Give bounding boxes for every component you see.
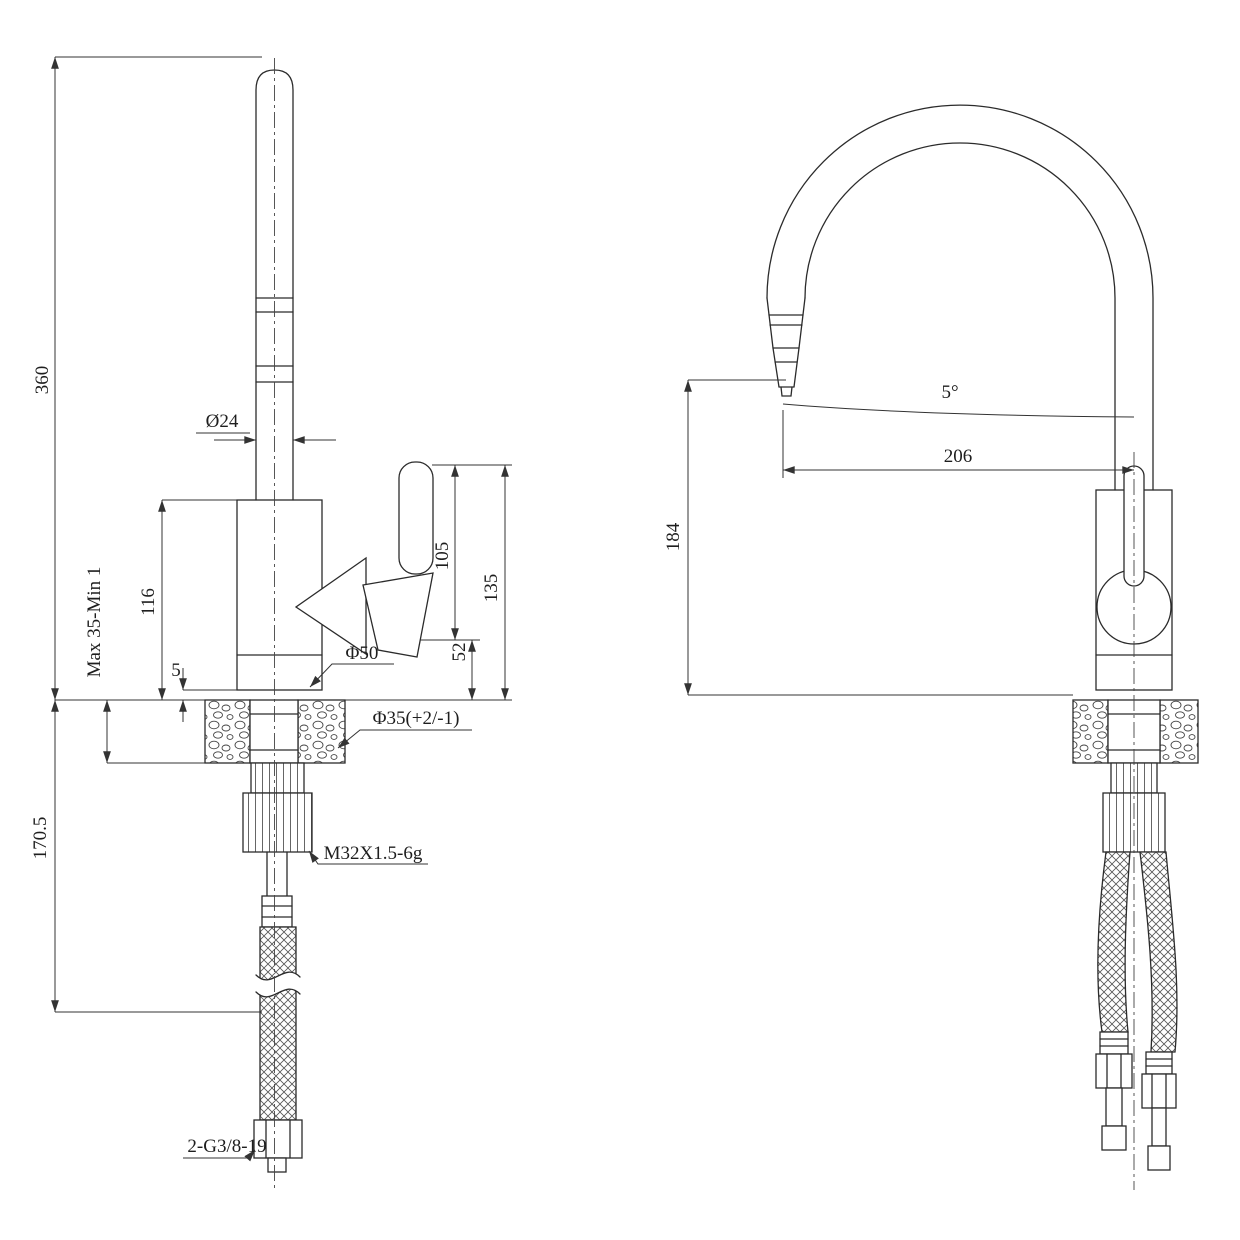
hose-end-nipple — [267, 1157, 287, 1173]
dim-spout-diameter: Ø24 — [206, 411, 239, 432]
deck-section-left — [204, 699, 251, 764]
hose-left-nut — [1095, 1053, 1133, 1089]
supply-hose-right — [1139, 851, 1178, 1053]
mounting-nut — [242, 792, 313, 853]
dim-handle-height: 105 — [432, 542, 453, 571]
hose-right-end — [1147, 1145, 1171, 1171]
dim-spout-reach: 206 — [944, 446, 973, 467]
dim-hose-thread: 2-G3/8-19 — [187, 1136, 266, 1157]
hose-right-nut — [1141, 1073, 1177, 1109]
deck-section-right-front — [1159, 699, 1199, 764]
hose-end-nut — [253, 1119, 303, 1159]
gooseneck-outer — [766, 104, 1154, 491]
handle-joint — [362, 572, 434, 658]
left-dimensions: 360 170.5 116 Max 35-Min 1 Ø24 5 Φ50 Φ35… — [30, 56, 512, 1162]
handle-cone — [294, 556, 367, 656]
dim-overall-height: 360 — [32, 366, 53, 395]
left-faucet-outline — [204, 58, 434, 1188]
supply-hose — [259, 926, 297, 1121]
dim-base-gap: 5 — [171, 660, 181, 681]
dim-handle-lower: 52 — [449, 643, 470, 662]
deck-shank — [249, 699, 299, 764]
right-view: 5° 206 184 — [663, 104, 1199, 1190]
left-view: 360 170.5 116 Max 35-Min 1 Ø24 5 Φ50 Φ35… — [30, 56, 512, 1188]
faucet-body — [236, 499, 323, 691]
dim-outlet-height: 184 — [663, 522, 684, 551]
threaded-shank — [250, 762, 305, 794]
right-dimensions: 5° 206 184 — [663, 379, 1135, 696]
gooseneck-inner — [804, 142, 1116, 491]
dim-below-deck-length: 170.5 — [30, 817, 51, 860]
dim-hole-diameter: Φ35(+2/-1) — [373, 708, 460, 729]
deck-section-right — [297, 699, 346, 764]
dim-base-diameter: Φ50 — [346, 643, 379, 664]
dim-shank-thread: M32X1.5-6g — [324, 843, 423, 864]
hose-left-end — [1101, 1125, 1127, 1151]
right-faucet-outline — [766, 104, 1199, 1190]
handle-grip — [398, 461, 434, 575]
dim-spout-angle: 5° — [941, 382, 958, 403]
dim-body-height: 116 — [138, 588, 159, 616]
hose-fitting-top — [261, 895, 293, 928]
dim-handle-total: 135 — [481, 574, 502, 603]
supply-hose-left — [1097, 851, 1131, 1033]
deck-section-left-front — [1072, 699, 1109, 764]
dim-deck-thickness: Max 35-Min 1 — [84, 567, 105, 678]
